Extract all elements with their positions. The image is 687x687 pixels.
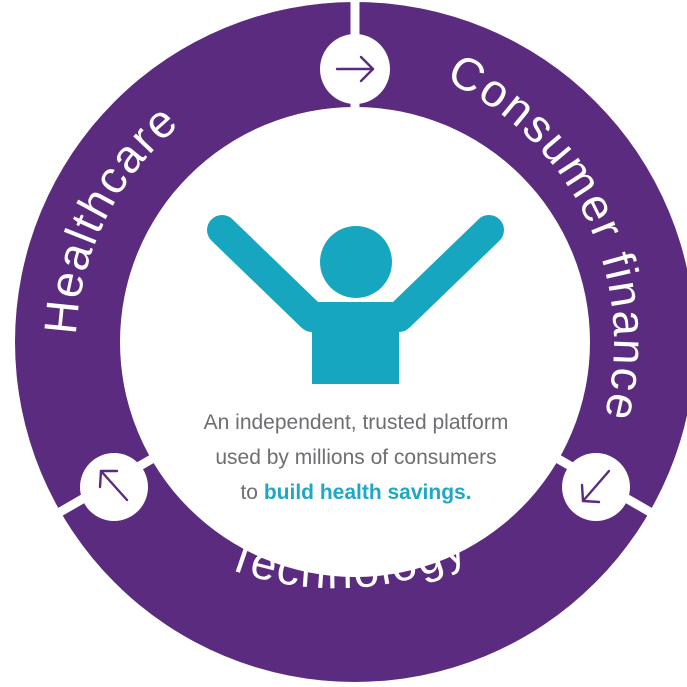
center-text-highlight: build health savings. — [264, 481, 472, 504]
arrow-node-top — [320, 34, 390, 104]
arrow-right-icon — [335, 55, 375, 83]
person-arms-raised-icon — [207, 215, 504, 384]
arrow-node-right — [562, 453, 630, 521]
center-text-line-1: An independent, trusted platform — [204, 411, 509, 434]
arrow-down-left-icon — [580, 469, 611, 504]
center-text-line-2: used by millions of consumers — [215, 446, 496, 469]
center-text-line-3-prefix: to — [240, 481, 263, 504]
center-text-line-3: to build health savings. — [240, 481, 471, 504]
arrow-node-left — [80, 453, 148, 521]
arrow-up-left-icon — [98, 469, 129, 502]
